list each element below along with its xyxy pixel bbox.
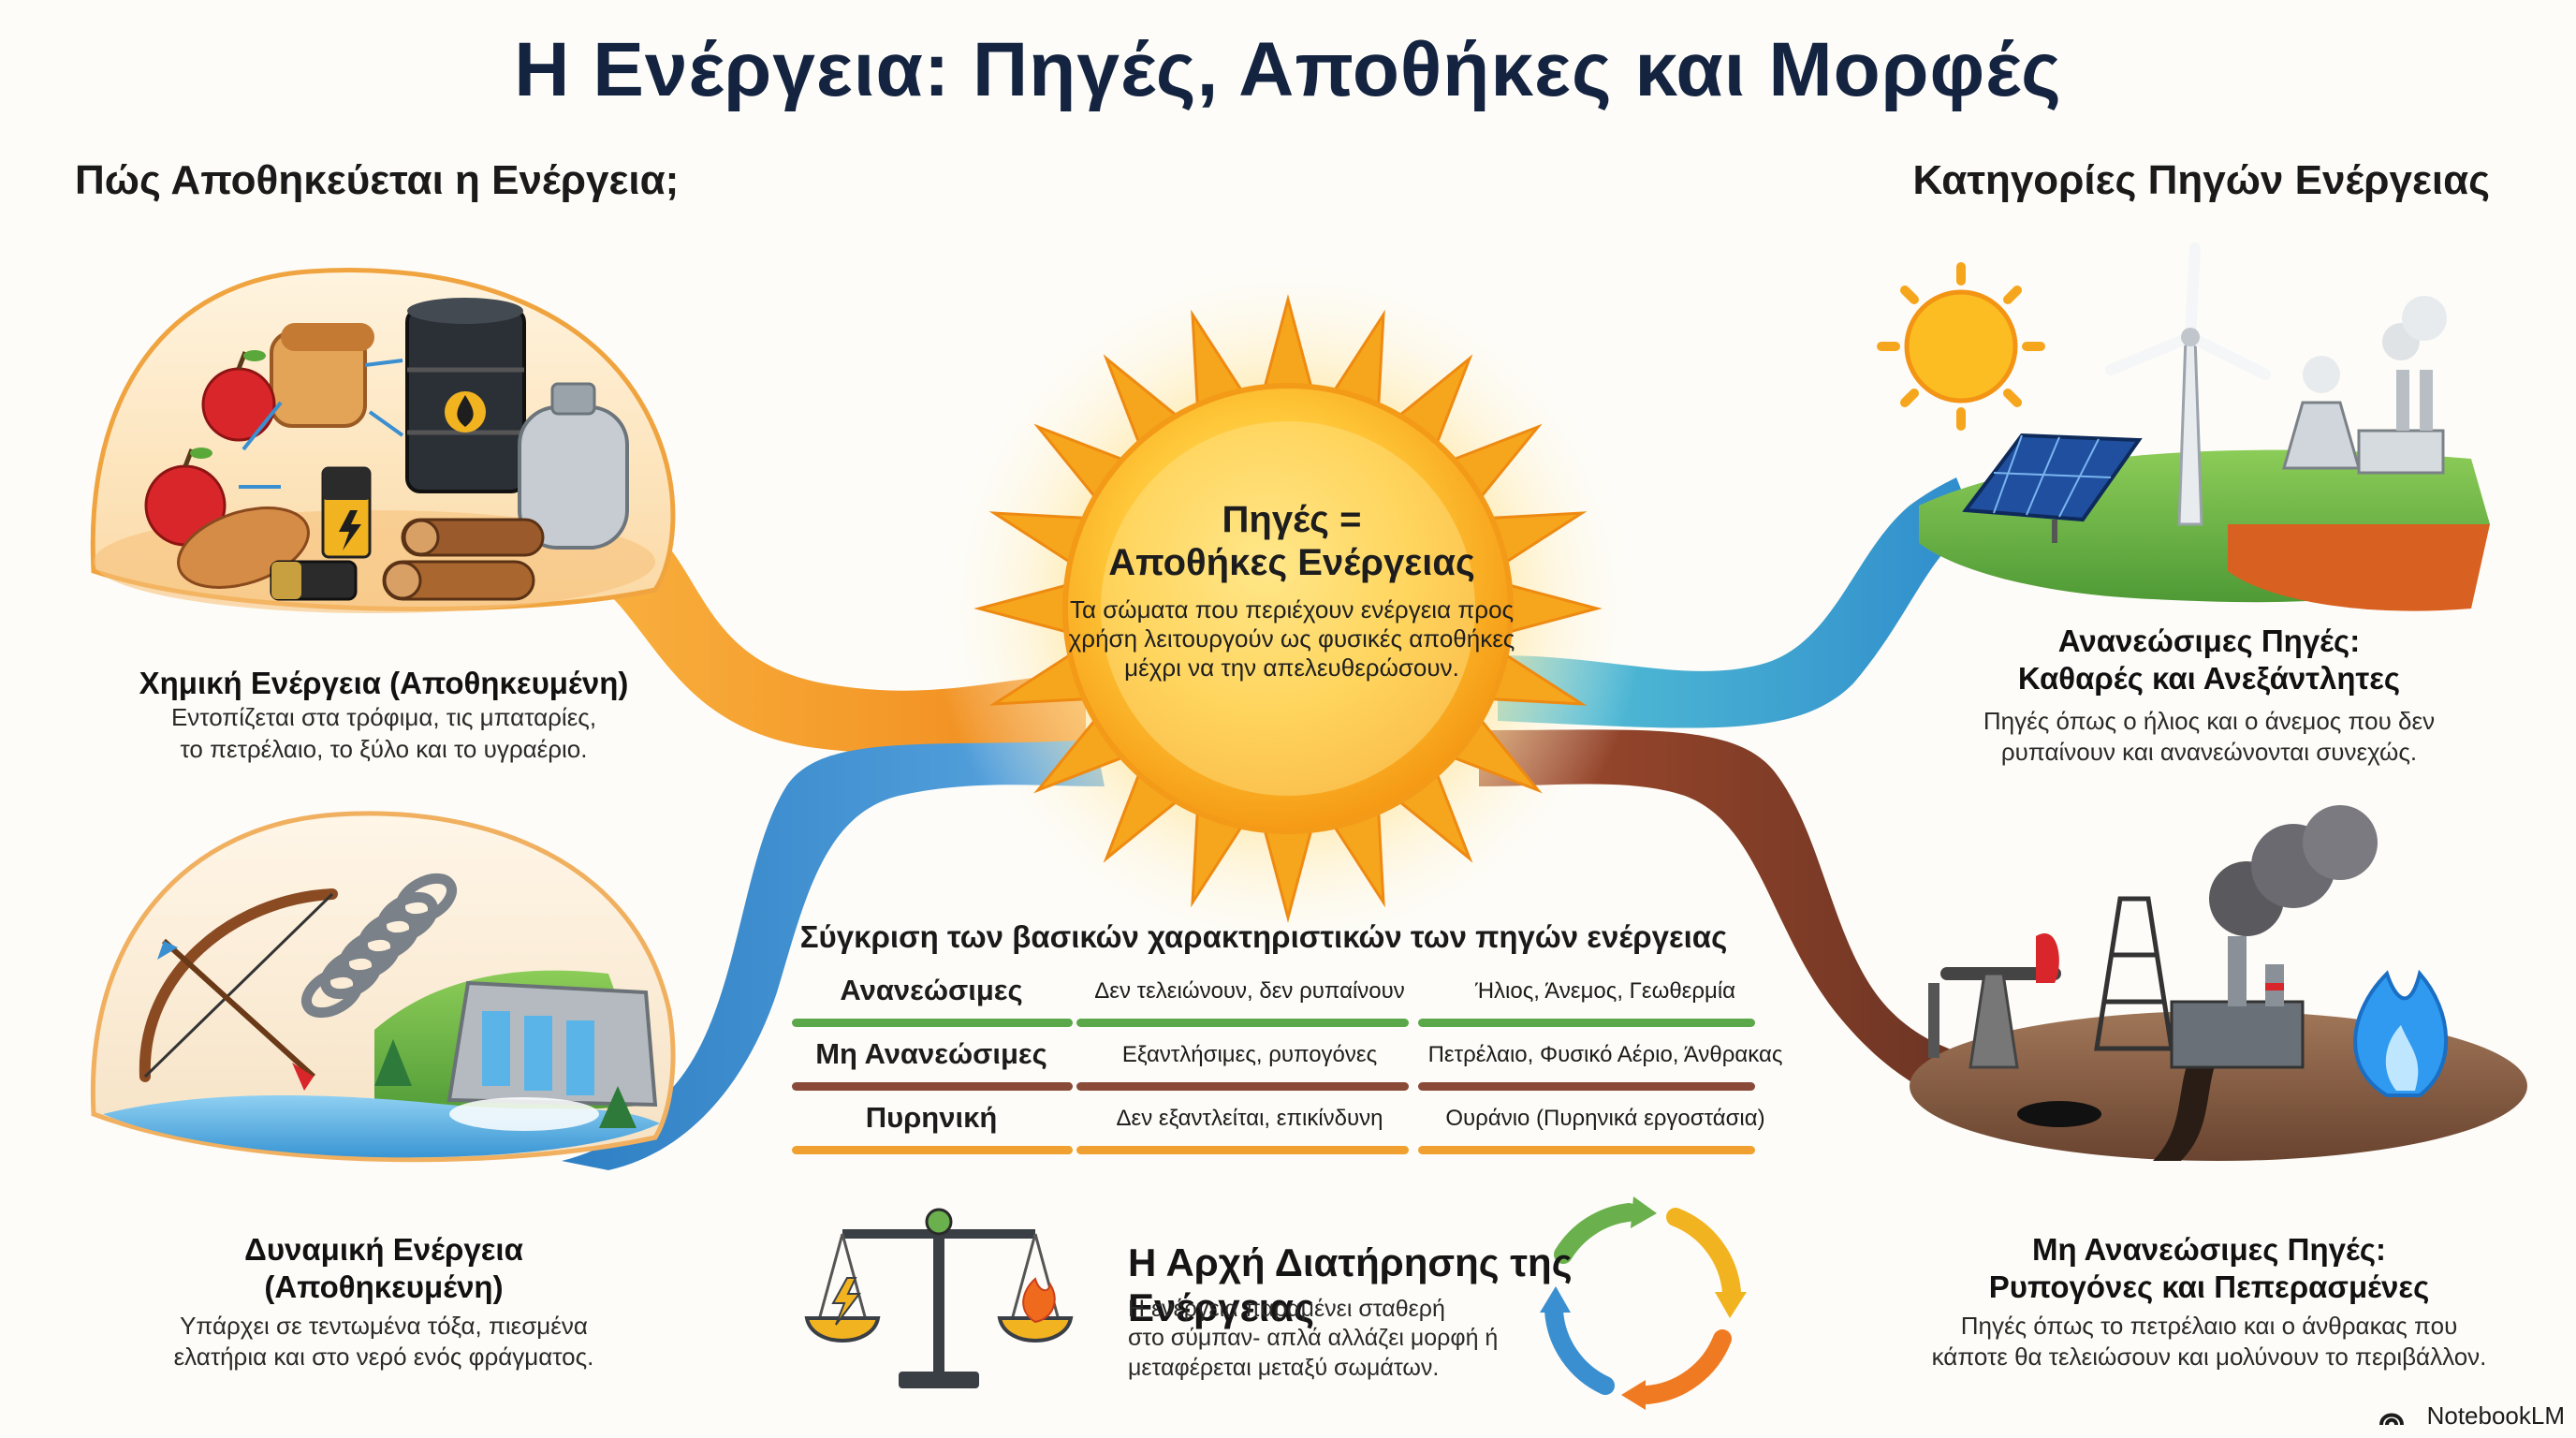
center-title-line2: Αποθήκες Ενέργειας [1108,542,1475,583]
apple-icon [201,350,276,442]
comparison-underline [792,1019,1073,1027]
comparison-row-name: Μη Ανανεώσιμες [815,1037,1047,1070]
nonrenewable-desc-line2: κάποτε θα τελειώσουν και μολύνουν το περ… [1931,1343,2487,1372]
comparison-row-name: Ανανεώσιμες [840,974,1023,1006]
blue-stream [562,740,1105,1170]
nonrenewable-block: Μη Ανανεώσιμες Πηγές: Ρυπογόνες και Πεπε… [1872,1231,2546,1373]
nonrenewable-desc-line1: Πηγές όπως το πετρέλαιο και ο άνθρακας π… [1960,1311,2458,1340]
renewable-title-line2: Καθαρές και Ανεξάντλητες [2017,661,2401,697]
potential-energy-block: Δυναμική Ενέργεια (Αποθηκευμένη) Υπάρχει… [103,1231,665,1373]
small-sun-icon [1877,262,2045,431]
energy-cycle-arrows-icon [1540,1196,1747,1410]
center-title: Πηγές = Αποθήκες Ενέργειας [1039,498,1544,584]
exchange-arrows-icon [239,359,404,489]
nonrenewable-title-line1: Μη Ανανεώσιμες Πηγές: [2031,1232,2387,1267]
comparison-row-features: Δεν τελειώνουν, δεν ρυπαίνουν [1094,978,1405,1004]
battery-icon [270,466,372,601]
brown-stream [1479,729,1975,1105]
left-section-heading: Πώς Αποθηκεύεται η Ενέργεια; [75,157,680,203]
solar-panel-icon [1962,433,2143,543]
spring-icon [301,873,457,1019]
conservation-desc-line1: Η ενέργεια παραμένει σταθερή [1128,1296,1445,1322]
potential-energy-desc-line1: Υπάρχει σε τεντωμένα τόξα, πιεσμένα [180,1311,588,1340]
renewable-sources-illustration [1877,242,2490,611]
comparison-underline [1418,1019,1755,1027]
wind-turbine-icon [2105,242,2271,526]
comparison-row-examples: Ουράνιο (Πυρηνικά εργοστάσια) [1445,1106,1765,1131]
conservation-desc-line3: μεταφέρεται μεταξύ σωμάτων. [1128,1354,1440,1381]
comparison-underline [792,1146,1073,1154]
comparison-underline [1076,1082,1409,1091]
renewable-title-line1: Ανανεώσιμες Πηγές: [2057,624,2361,658]
renewable-desc-line2: ρυπαίνουν και ανανεώνονται συνεχώς. [2000,738,2418,767]
comparison-underline [1418,1082,1755,1091]
chemical-energy-title: Χημική Ενέργεια (Αποθηκευμένη) [139,666,629,700]
comparison-title: Σύγκριση των βασικών χαρακτηριστικών των… [799,919,1728,954]
conservation-description: Η ενέργεια παραμένει σταθερή στο σύμπαν-… [1128,1295,1521,1383]
gas-flame-icon [2353,969,2449,1097]
nonrenewable-sources-illustration [1910,805,2527,1161]
center-title-line1: Πηγές = [1222,499,1362,540]
firewood-icon [382,518,545,601]
chemical-energy-block: Χημική Ενέργεια (Αποθηκευμένη) Εντοπίζετ… [103,665,665,766]
central-sun [932,253,1644,964]
potential-energy-title-line1: Δυναμική Ενέργεια [244,1232,523,1267]
geothermal-plant-icon [2282,296,2447,475]
comparison-row-name: Πυρηνική [865,1101,998,1134]
dam-icon [446,980,658,1131]
comparison-underline [792,1082,1073,1091]
gas-cylinder-icon [518,382,629,550]
oil-barrel-icon [405,298,526,493]
potential-energy-illustration [90,811,676,1163]
chemical-energy-illustration [90,268,676,613]
center-description: Τα σώματα που περιέχουν ενέργεια προς χρ… [1068,595,1515,682]
chemical-energy-desc-line2: το πετρέλαιο, το ξύλο και το υγραέριο. [180,735,588,764]
potential-energy-desc-line2: ελατήρια και στο νερό ενός φράγματος. [173,1343,594,1372]
nonrenewable-title-line2: Ρυπογόνες και Πεπερασμένες [1988,1269,2430,1305]
comparison-row-features: Εξαντλήσιμες, ρυπογόνες [1121,1042,1378,1067]
balance-scale-icon [804,1208,1074,1388]
renewable-block: Ανανεώσιμες Πηγές: Καθαρές και Ανεξάντλη… [1910,623,2509,769]
oil-pumpjack-icon [1928,932,2101,1127]
comparison-row-examples: Πετρέλαιο, Φυσικό Αέριο, Άνθρακας [1427,1042,1783,1067]
comparison-row: Ανανεώσιμες Δεν τελειώνουν, δεν ρυπαίνου… [786,974,1788,1035]
renewable-desc-line1: Πηγές όπως ο ήλιος και ο άνεμος που δεν [1983,706,2436,735]
tree-icon [374,1039,637,1128]
page-title: Η Ενέργεια: Πηγές, Αποθήκες και Μορφές [514,27,2062,112]
comparison-row: Πυρηνική Δεν εξαντλείται, επικίνδυνη Ουρ… [786,1101,1788,1163]
potential-energy-title-line2: (Αποθηκευμένη) [264,1269,504,1305]
comparison-underline [1076,1146,1409,1154]
factory-icon [2170,805,2378,1069]
chemical-energy-desc-line1: Εντοπίζεται στα τρόφιμα, τις μπαταρίες, [170,703,597,732]
comparison-underline [1418,1146,1755,1154]
comparison-row-examples: Ήλιος, Άνεμος, Γεωθερμία [1474,978,1736,1004]
bread-icon [270,323,374,428]
comparison-underline [1076,1019,1409,1027]
conservation-title: Η Αρχή Διατήρησης της Ενέργειας [1128,1240,1573,1329]
comparison-row-features: Δεν εξαντλείται, επικίνδυνη [1116,1106,1383,1131]
notebooklm-logo-icon [2379,1413,2404,1426]
right-section-heading: Κατηγορίες Πηγών Ενέργειας [1912,157,2491,203]
comparison-row: Μη Ανανεώσιμες Εξαντλήσιμες, ρυπογόνες Π… [786,1037,1788,1099]
conservation-desc-line2: στο σύμπαν- απλά αλλάζει μορφή ή [1128,1325,1499,1352]
notebooklm-brand: NotebookLM [2378,1401,2565,1432]
bow-and-arrow-icon [139,888,338,1091]
brand-label: NotebookLM [2426,1401,2565,1430]
